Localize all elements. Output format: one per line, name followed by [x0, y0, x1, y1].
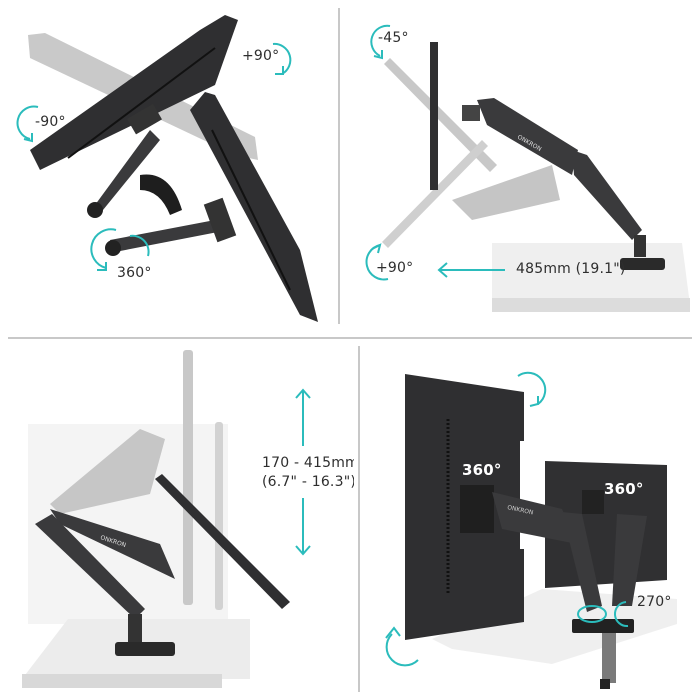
tilt-up-label: +90° — [242, 48, 280, 64]
monitor-arm-illustration: ONKRON — [382, 42, 690, 312]
panel-tilt-swivel: +90° -90° 360° — [0, 0, 334, 330]
left-monitor-rotation-label: 360° — [462, 461, 502, 479]
panel-rotation: ONKRON 360° 360° 270° — [362, 344, 700, 700]
panel-height-adjust: ONKRON 170 - 415mm (6.7" - 16.3") — [0, 344, 354, 700]
tilt-back-label: -45° — [378, 30, 409, 46]
rotate-counterclockwise-icon — [16, 105, 39, 143]
extension-label: 485mm (19.1") — [516, 261, 626, 277]
monitor-arm-illustration: ONKRON — [22, 350, 290, 688]
rotate-counterclockwise-icon — [385, 626, 419, 667]
rotate-clockwise-icon — [517, 371, 547, 407]
rotate-clockwise-icon — [365, 243, 389, 281]
arrow-down-icon — [295, 498, 311, 556]
arrow-up-icon — [295, 388, 311, 446]
divider-vertical-top — [338, 8, 340, 324]
monitor-arm-illustration — [28, 15, 318, 322]
swivel-label: 360° — [117, 265, 152, 281]
height-range-mm-label: 170 - 415mm — [262, 455, 354, 471]
tilt-forward-label: +90° — [376, 260, 414, 276]
divider-vertical-bottom — [358, 346, 360, 692]
swivel-icon — [577, 601, 629, 628]
rotate-counterclockwise-icon — [370, 24, 391, 60]
dual-monitor-illustration: ONKRON — [405, 374, 677, 689]
rotate-360-icon — [90, 228, 150, 271]
panel-extension-tilt: ONKRON -45° +90° 485mm (19.1") — [342, 0, 700, 330]
tilt-down-label: -90° — [35, 114, 66, 130]
divider-horizontal — [8, 337, 692, 339]
base-swivel-label: 270° — [637, 594, 672, 610]
height-range-inch-label: (6.7" - 16.3") — [262, 474, 354, 490]
arrow-left-icon — [437, 262, 505, 278]
rotate-clockwise-icon — [272, 42, 292, 75]
right-monitor-rotation-label: 360° — [604, 480, 644, 498]
